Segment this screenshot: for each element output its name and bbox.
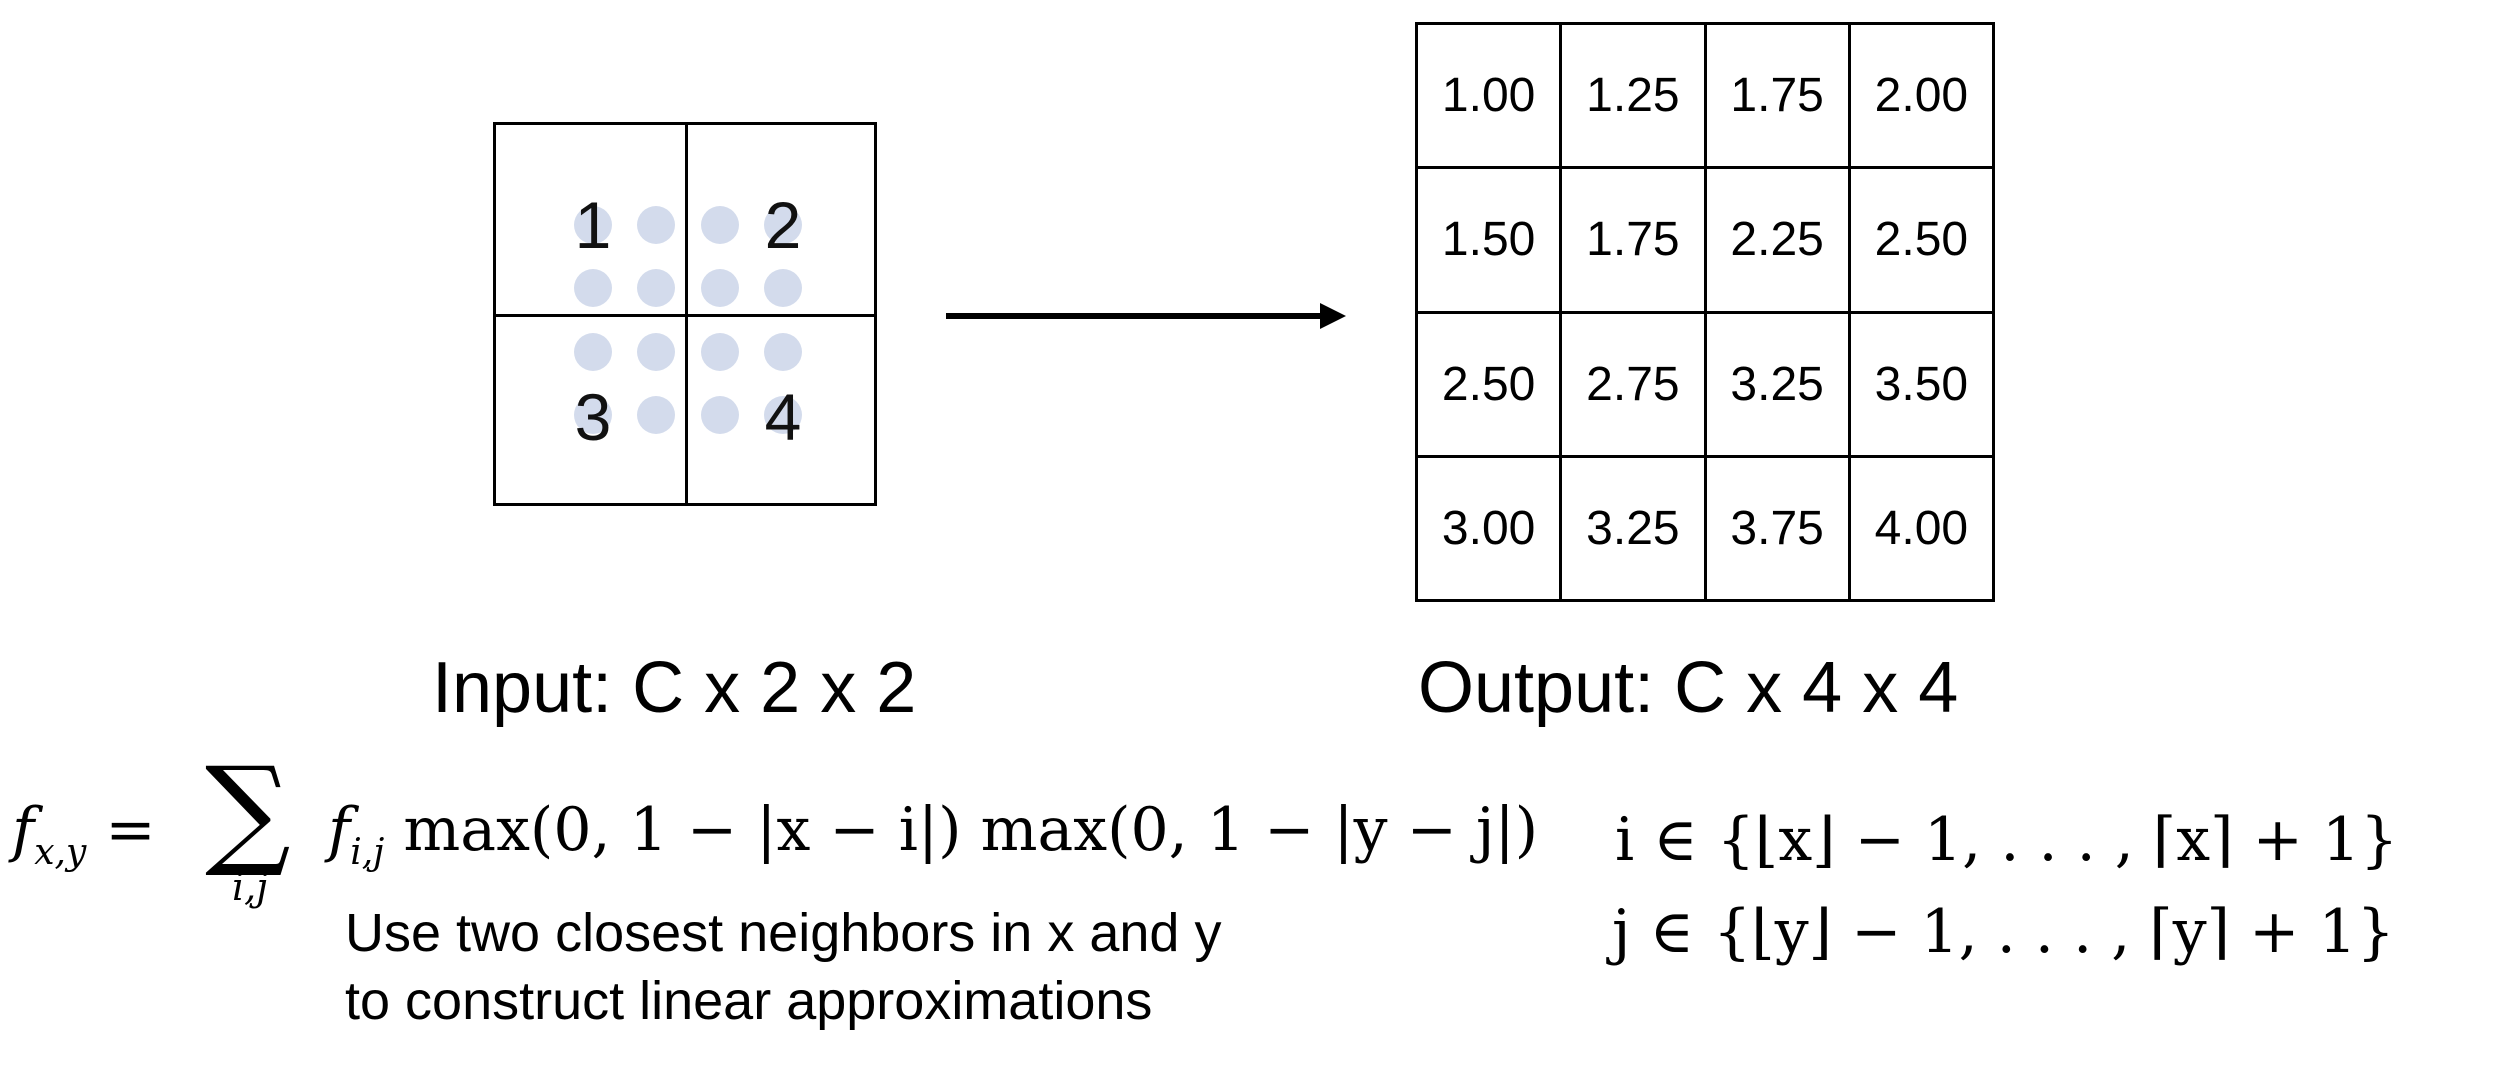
output-cell: 2.00 <box>1847 21 1996 170</box>
sample-point <box>764 396 802 434</box>
note-line-2: to construct linear approximations <box>345 970 1153 1031</box>
range-j: j ∈ {⌊y⌋ − 1, . . . , ⌈y⌉ + 1} <box>1612 897 2395 967</box>
output-cell: 3.75 <box>1703 454 1851 603</box>
arrow-line <box>946 313 1326 319</box>
sample-point <box>574 333 612 371</box>
input-grid-divider-horizontal <box>496 314 874 317</box>
output-cell: 2.75 <box>1559 310 1707 458</box>
input-caption: Input: C x 2 x 2 <box>432 648 917 728</box>
sample-point <box>574 206 612 244</box>
output-caption: Output: C x 4 x 4 <box>1418 648 1959 728</box>
output-cell: 1.25 <box>1559 21 1707 170</box>
output-cell: 3.25 <box>1703 310 1851 458</box>
sample-point <box>637 396 675 434</box>
formula-lhs: fx,y = <box>12 795 156 873</box>
note-line-1: Use two closest neighbors in x and y <box>345 903 1222 963</box>
sample-point <box>764 206 802 244</box>
input-cell-1: 1 <box>574 188 612 262</box>
output-cell: 1.75 <box>1703 21 1851 170</box>
output-cell: 1.50 <box>1414 166 1563 314</box>
sample-point <box>637 269 675 307</box>
sample-point <box>701 206 739 244</box>
output-cell: 1.00 <box>1414 21 1563 170</box>
sample-point <box>764 333 802 371</box>
sample-point <box>637 333 675 371</box>
sample-point <box>701 269 739 307</box>
output-cell: 2.50 <box>1414 310 1563 458</box>
output-cell: 2.50 <box>1847 166 1996 314</box>
input-grid: 1 2 3 4 <box>493 122 877 506</box>
output-cell: 3.00 <box>1414 454 1563 603</box>
output-cell: 2.25 <box>1703 166 1851 314</box>
arrow-head-icon <box>1320 303 1346 329</box>
sample-point <box>574 396 612 434</box>
summation-sign: ∑ <box>205 742 291 881</box>
range-i: i ∈ {⌊x⌋ − 1, . . . , ⌈x⌉ + 1} <box>1615 805 2399 875</box>
description-note: Use two closest neighbors in x and y to … <box>345 900 1221 1035</box>
summation-subscript: i,j <box>232 865 269 909</box>
sample-point <box>701 396 739 434</box>
input-cell-2: 2 <box>764 188 802 262</box>
sample-point <box>637 206 675 244</box>
input-cell-4: 4 <box>764 380 802 454</box>
output-cell: 3.25 <box>1559 454 1707 603</box>
output-cell: 1.75 <box>1559 166 1707 314</box>
formula-rhs: fi,j max(0, 1 − |x − i|) max(0, 1 − |y −… <box>328 795 1539 873</box>
sample-point <box>701 333 739 371</box>
sample-point <box>574 269 612 307</box>
output-cell: 4.00 <box>1847 454 1996 603</box>
input-cell-3: 3 <box>574 380 612 454</box>
sample-point <box>764 269 802 307</box>
output-cell: 3.50 <box>1847 310 1996 458</box>
